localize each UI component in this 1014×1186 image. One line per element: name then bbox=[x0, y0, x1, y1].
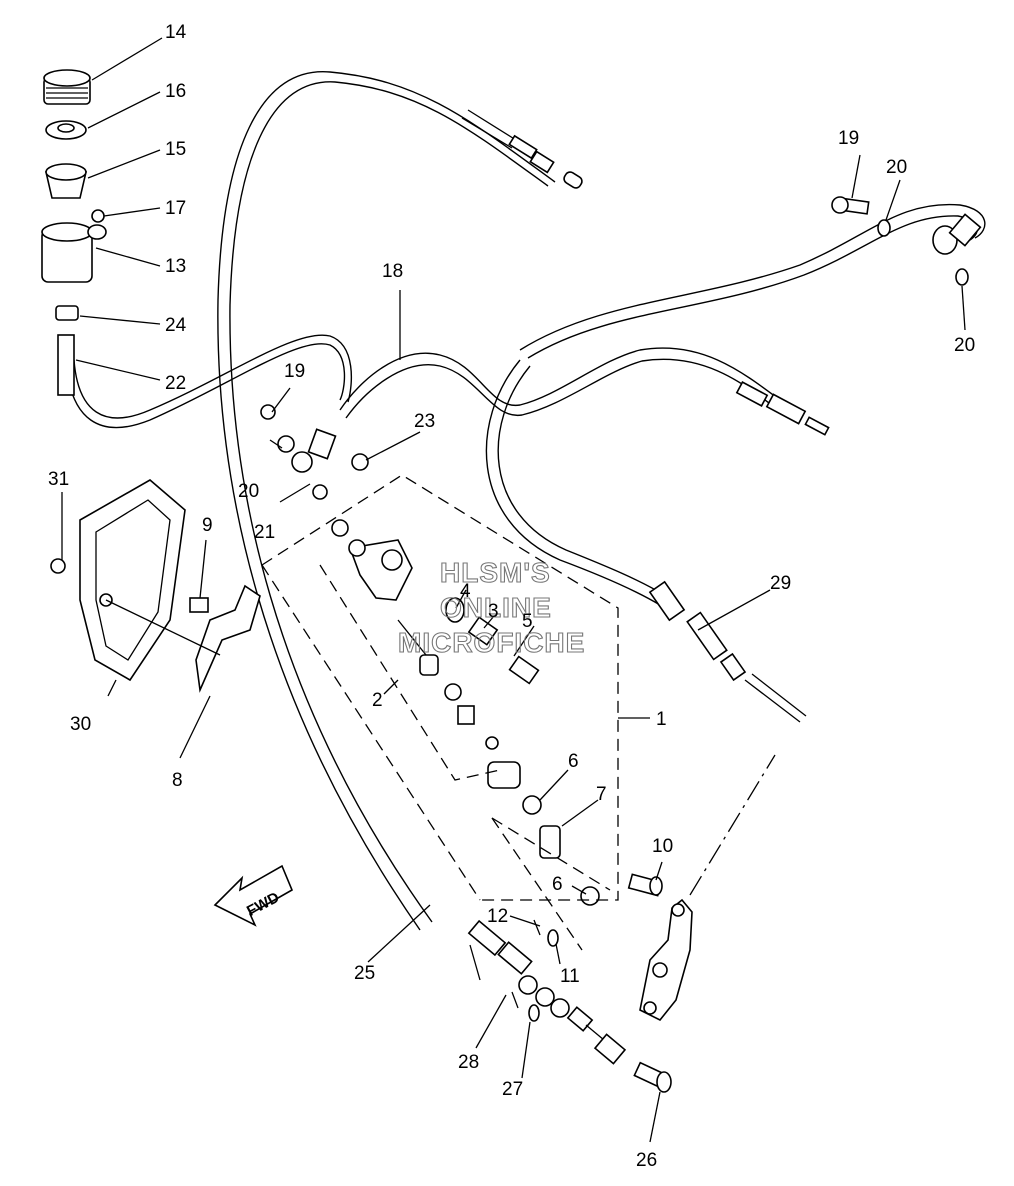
master-cylinder bbox=[260, 404, 600, 906]
callout-20c: 20 bbox=[954, 335, 975, 356]
callout-6b: 6 bbox=[552, 874, 563, 895]
callout-16: 16 bbox=[165, 81, 186, 102]
leader-lines bbox=[61, 37, 966, 1143]
callout-19b: 19 bbox=[838, 128, 859, 149]
callout-2: 2 bbox=[372, 690, 383, 711]
callout-12: 12 bbox=[487, 906, 508, 927]
callout-24: 24 bbox=[165, 315, 187, 336]
lever-assembly bbox=[511, 873, 693, 1093]
callout-numbers: 14 16 15 17 13 24 22 18 19 20 21 23 31 9… bbox=[48, 22, 975, 1171]
callout-27: 27 bbox=[502, 1079, 523, 1100]
callout-8: 8 bbox=[172, 770, 183, 791]
callout-13: 13 bbox=[165, 256, 186, 277]
watermark-line-3: MICROFICHE bbox=[398, 627, 585, 658]
bracket-assembly bbox=[50, 479, 261, 693]
callout-28: 28 bbox=[458, 1052, 479, 1073]
callout-1: 1 bbox=[656, 709, 667, 730]
callout-14: 14 bbox=[165, 22, 187, 43]
callout-5: 5 bbox=[522, 611, 533, 632]
callout-30: 30 bbox=[70, 714, 91, 735]
callout-15: 15 bbox=[165, 139, 186, 160]
callout-23: 23 bbox=[414, 411, 435, 432]
watermark-line-2: ONLINE bbox=[440, 592, 552, 623]
callout-6a: 6 bbox=[568, 751, 579, 772]
callout-10: 10 bbox=[652, 836, 673, 857]
callout-29: 29 bbox=[770, 573, 791, 594]
callout-9: 9 bbox=[202, 515, 213, 536]
callout-3: 3 bbox=[488, 601, 499, 622]
callout-11: 11 bbox=[560, 966, 580, 987]
group-outlines bbox=[261, 474, 776, 951]
callout-21: 21 bbox=[254, 522, 275, 543]
callout-7: 7 bbox=[596, 784, 607, 805]
cable-lines bbox=[65, 71, 986, 931]
callout-19a: 19 bbox=[284, 361, 305, 382]
callout-22: 22 bbox=[165, 373, 186, 394]
watermark-line-1: HLSM'S bbox=[440, 557, 551, 588]
callout-31: 31 bbox=[48, 469, 69, 490]
callout-18: 18 bbox=[382, 261, 403, 282]
fwd-arrow: FWD bbox=[213, 864, 294, 927]
callout-26: 26 bbox=[636, 1150, 657, 1171]
banjo-fittings bbox=[831, 196, 982, 286]
callout-25: 25 bbox=[354, 963, 375, 984]
callout-17: 17 bbox=[165, 198, 186, 219]
reservoir-assembly bbox=[41, 69, 107, 396]
watermark: HLSM'S ONLINE MICROFICHE bbox=[397, 556, 585, 658]
callout-4: 4 bbox=[460, 581, 471, 602]
callout-20a: 20 bbox=[238, 481, 259, 502]
cable-ends bbox=[467, 134, 830, 1065]
callout-20b: 20 bbox=[886, 157, 907, 178]
